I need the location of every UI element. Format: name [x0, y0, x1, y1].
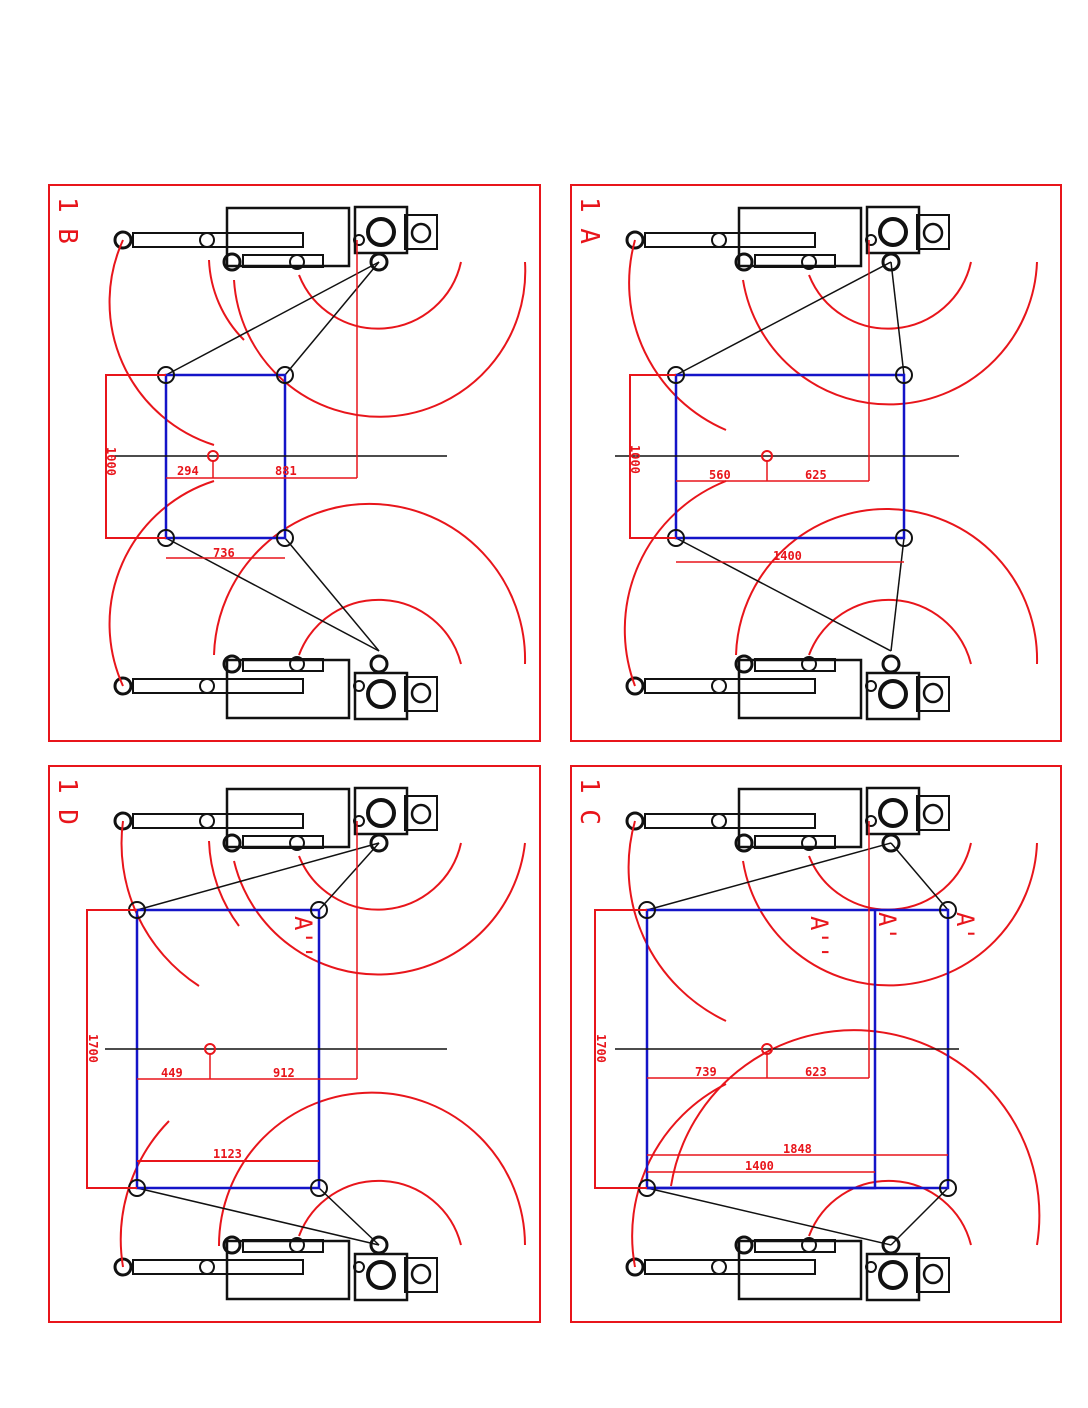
swing-arc	[208, 259, 245, 341]
dim-line	[86, 909, 137, 1189]
swing-arc	[298, 598, 462, 665]
dim-bottom-b: 1400	[745, 1159, 774, 1173]
dim-left: 739	[695, 1065, 717, 1079]
pivot	[939, 1179, 957, 1197]
dim-vertical: 1000	[104, 447, 118, 476]
swing-arc	[742, 261, 1038, 406]
panel-frame	[48, 184, 541, 742]
link-arm	[318, 1187, 380, 1246]
link-arm	[136, 842, 380, 911]
swing-arc	[213, 503, 527, 665]
dim-line	[629, 374, 676, 539]
marker-label: A'	[951, 912, 979, 941]
swing-arc	[208, 840, 240, 927]
panel-title: 1 C	[574, 778, 604, 825]
work-area-inner	[647, 910, 877, 1190]
pivot	[895, 529, 913, 547]
machine-top	[113, 786, 439, 853]
marker-label: A'	[873, 912, 901, 941]
swing-arc	[808, 842, 972, 911]
swing-arc	[108, 480, 215, 687]
swing-arc	[735, 507, 1039, 665]
machine-top	[625, 786, 951, 853]
panel-1c: 1 C A'' A' A' 1700 739 623 1848 1400	[570, 765, 1062, 1323]
pivot	[895, 366, 913, 384]
dim-vertical: 1000	[628, 445, 642, 474]
dim-left: 294	[177, 464, 199, 478]
link-arm	[890, 537, 905, 652]
link-arm	[890, 1187, 949, 1246]
machine-bottom	[625, 654, 951, 721]
panel-title: 1 D	[52, 778, 82, 825]
dim-bottom: 736	[213, 546, 235, 560]
dim-left: 560	[709, 468, 731, 482]
machine-bottom	[113, 654, 439, 721]
swing-arc	[628, 239, 727, 431]
dim-bottom-a: 1848	[783, 1142, 812, 1156]
pivot	[310, 1179, 328, 1197]
pivot	[310, 901, 328, 919]
link-arm	[646, 1187, 892, 1246]
dim-vertical: 1700	[86, 1034, 100, 1063]
link-arm	[675, 261, 892, 376]
swing-arc	[623, 480, 727, 687]
machine-bottom	[113, 1235, 439, 1302]
link-arm	[318, 842, 380, 911]
link-arm	[646, 842, 892, 911]
swing-arc	[217, 1091, 526, 1247]
dim-right: 623	[805, 1065, 827, 1079]
swing-arc	[233, 261, 527, 418]
link-arm	[284, 537, 380, 652]
dim-line	[594, 909, 647, 1189]
pivot	[276, 366, 294, 384]
swing-arc	[808, 598, 972, 665]
swing-arc	[298, 1179, 462, 1246]
panel-1a: 1 A 1000 560 625 1400	[570, 184, 1062, 742]
dim-bottom: 1123	[213, 1147, 242, 1161]
dim-vertical: 1700	[594, 1034, 608, 1063]
machine-top	[625, 205, 951, 272]
panel-title: 1 A	[574, 197, 604, 244]
swing-arc	[742, 842, 1038, 987]
swing-arc	[808, 1179, 972, 1246]
swing-arc	[298, 261, 462, 330]
link-arm	[136, 1187, 380, 1246]
dim-line	[105, 374, 166, 539]
panel-title: 1 B	[52, 197, 82, 244]
panel-1b: 1 B 1000 294 881 736	[48, 184, 541, 742]
link-arm	[890, 261, 905, 376]
swing-arc	[108, 239, 215, 446]
swing-arc	[233, 842, 526, 976]
machine-bottom	[625, 1235, 951, 1302]
marker-label: A''	[805, 916, 833, 959]
panel-frame	[48, 765, 541, 1323]
swing-arc	[808, 261, 972, 330]
panel-1d: 1 D A'' 1700 449 912 1123	[48, 765, 541, 1323]
panel-frame	[570, 765, 1062, 1323]
dim-right: 625	[805, 468, 827, 482]
swing-arc	[627, 820, 727, 1022]
link-arm	[675, 537, 892, 652]
panel-frame	[570, 184, 1062, 742]
link-arm	[890, 842, 949, 911]
dim-left: 449	[161, 1066, 183, 1080]
swing-arc	[670, 1029, 1041, 1246]
link-arm	[284, 261, 380, 376]
pivot	[939, 901, 957, 919]
swing-arc	[631, 1083, 727, 1268]
link-arm	[165, 261, 380, 376]
marker-label: A''	[289, 916, 317, 959]
machine-top	[113, 205, 439, 272]
link-arm	[165, 537, 380, 652]
dim-right: 912	[273, 1066, 295, 1080]
dim-right: 881	[275, 464, 297, 478]
pivot	[276, 529, 294, 547]
dim-bottom: 1400	[773, 549, 802, 563]
swing-arc	[298, 842, 462, 911]
